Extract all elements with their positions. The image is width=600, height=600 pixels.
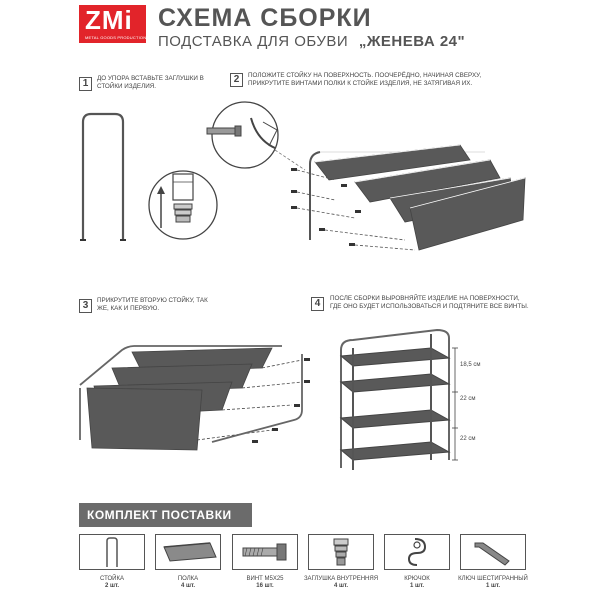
logo-subtitle: METAL GOODS PRODUCTION: [85, 35, 147, 40]
product-model: „ЖЕНЕВА 24": [358, 33, 466, 50]
kit-item-hex-key: [460, 534, 526, 570]
dimension-bottom: 22 см: [460, 436, 476, 442]
hex-key-icon: [474, 542, 510, 566]
kit-label-plug: Заглушка внутренняя 4 шт.: [303, 576, 379, 589]
kit-label-screw: Винт М5х25 16 шт.: [246, 576, 284, 589]
step-2-illustration: [206, 101, 526, 251]
dimension-middle: 22 см: [460, 396, 476, 402]
shelf-icon: [163, 542, 217, 562]
kit-item-post: [79, 534, 145, 570]
kit-label-hex-key: Ключ шестигранный 1 шт.: [458, 576, 528, 589]
screw-icon: [242, 543, 287, 561]
page-subtitle: ПОДСТАВКА ДЛЯ ОБУВИ „ЖЕНЕВА 24": [158, 33, 465, 50]
plug-icon: [333, 538, 349, 566]
logo-mark: ZMi: [85, 5, 133, 35]
brand-logo: ZMi METAL GOODS PRODUCTION: [79, 5, 146, 43]
step-4-number: 4: [311, 297, 324, 311]
kit-label-post: Стойка 2 шт.: [99, 576, 124, 589]
kit-item-hook: [384, 534, 450, 570]
kit-label-hook: Крючок 1 шт.: [404, 576, 430, 589]
step-3-text: Прикрутите вторую стойку, так же, как и …: [97, 297, 208, 312]
kit-item-shelf: [155, 534, 221, 570]
step-1-illustration: [80, 112, 218, 241]
step-3-illustration: [79, 345, 310, 451]
product-type: ПОДСТАВКА ДЛЯ ОБУВИ: [158, 33, 349, 50]
step-1-text: До упора вставьте заглушки в стойки изде…: [97, 75, 204, 90]
hook-icon: [407, 538, 427, 566]
step-4-text: После сборки выровняйте изделие на повер…: [330, 295, 529, 310]
page-title: СХЕМА СБОРКИ: [158, 4, 372, 32]
kit-item-plug: [308, 534, 374, 570]
post-icon: [106, 537, 118, 567]
step-2-text: Положите стойку на поверхность. Поочерёд…: [248, 72, 482, 87]
dimension-top: 18,5 см: [460, 362, 481, 368]
step-3-number: 3: [79, 299, 92, 313]
step-2-number: 2: [230, 73, 243, 87]
kit-item-screw: [232, 534, 298, 570]
step-1-number: 1: [79, 77, 92, 91]
kit-section-title: КОМПЛЕКТ ПОСТАВКИ: [79, 503, 252, 527]
kit-label-shelf: Полка 4 шт.: [177, 576, 199, 589]
step-4-illustration: [339, 328, 458, 470]
